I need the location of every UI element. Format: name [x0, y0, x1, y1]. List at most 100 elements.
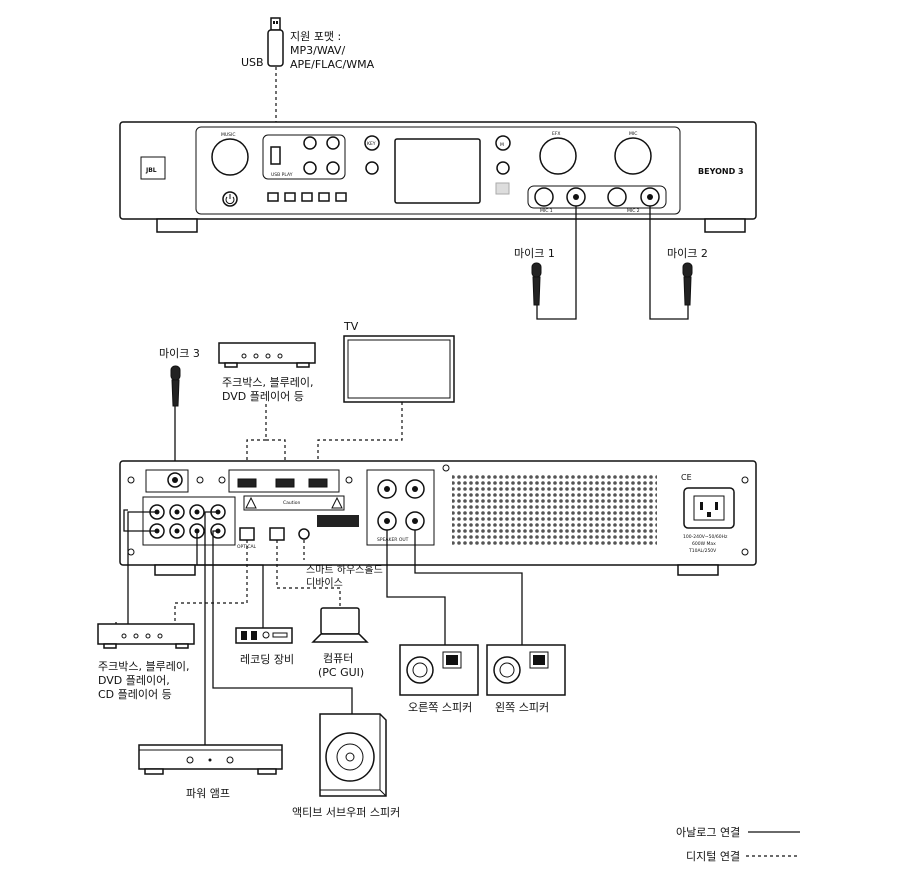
mic-knob-label: MIC	[629, 131, 637, 137]
recorder-wire	[196, 531, 264, 628]
play-button[interactable]	[303, 161, 317, 175]
function-button[interactable]	[365, 161, 379, 175]
optical-port[interactable]	[239, 527, 255, 541]
bottom-source-optical-line	[174, 540, 248, 622]
bottom-source-analog-wire-2	[123, 509, 157, 532]
bottom-source-line3: CD 플레이어 등	[98, 688, 172, 701]
source-hdmi-line-1	[246, 404, 267, 480]
laptop-icon	[311, 607, 369, 643]
top-source-label-line1: 주크박스, 블루레이,	[222, 376, 313, 389]
left-speaker-icon	[486, 644, 566, 696]
right-speaker-icon	[399, 644, 479, 696]
caution-label-box	[243, 495, 345, 511]
mic2-wire	[649, 206, 689, 320]
hdmi-in-1-port[interactable]	[237, 478, 257, 488]
smart-home-line1: 스마트 하우스홀드	[306, 563, 383, 576]
usb-b-port[interactable]	[269, 527, 285, 541]
ir-receiver	[495, 182, 510, 195]
mic-knob[interactable]	[614, 137, 652, 175]
hdmi-in-2-port[interactable]	[275, 478, 295, 488]
control-jack[interactable]	[298, 528, 310, 540]
smart-home-line2: 디바이스	[306, 577, 343, 589]
next-button[interactable]	[326, 136, 340, 150]
display-screen	[394, 138, 481, 204]
left-speaker-wire	[414, 530, 523, 645]
top-source-player-icon	[218, 342, 316, 368]
tv-icon	[343, 335, 455, 403]
mic1-jack-label: MIC 1	[540, 208, 553, 214]
subwoofer-icon	[319, 713, 387, 797]
usb-port[interactable]	[270, 146, 281, 165]
model-name: BEYOND 3	[698, 167, 744, 176]
warning-icon-left	[245, 496, 257, 509]
mic1-wire	[536, 206, 577, 320]
mic2-gain-knob[interactable]	[607, 187, 627, 207]
vent-grille	[452, 474, 657, 546]
recorder-icon	[235, 627, 293, 644]
power-inlet[interactable]	[683, 487, 735, 529]
subwoofer-wire	[212, 530, 353, 714]
microphone-3-icon	[170, 365, 181, 407]
key-button[interactable]	[364, 135, 380, 151]
hdmi-arc-port[interactable]	[308, 478, 328, 488]
legend: 아날로그 연결 디지털 연결	[676, 826, 800, 863]
usb-stick-icon	[267, 17, 284, 67]
mode-dial-button[interactable]	[496, 161, 510, 175]
usb-label: USB	[241, 56, 264, 69]
key-button-label: KEY	[367, 141, 376, 147]
mic1-gain-knob[interactable]	[534, 187, 554, 207]
subwoofer-label: 액티브 서브우퍼 스피커	[292, 806, 400, 819]
top-source-label-line2: DVD 플레이어 등	[222, 390, 304, 403]
usb-formats-line2: APE/FLAC/WMA	[290, 58, 375, 71]
m-button-label: M	[500, 142, 504, 148]
source-hdmi-line-2	[266, 439, 286, 480]
bluetooth-button[interactable]	[267, 192, 279, 202]
warning-icon-right	[331, 496, 343, 509]
left-speaker-label: 왼쪽 스피커	[495, 700, 549, 714]
computer-line1: 컴퓨터	[323, 652, 353, 665]
right-speaker-wire	[386, 530, 446, 645]
legend-analog-label: 아날로그 연결	[676, 826, 740, 839]
front-panel: JBL BEYOND 3 MUSIC USB PLAY KEY M	[119, 121, 757, 233]
usb-play-label: USB PLAY	[271, 172, 293, 178]
effect-knob-label: EFX	[552, 131, 561, 137]
power-icon	[225, 196, 235, 205]
mic1-label: 마이크 1	[514, 247, 555, 260]
usb-formats-title: 지원 포맷 :	[290, 30, 341, 43]
bottom-source-line1: 주크박스, 블루레이,	[98, 660, 189, 673]
effect-knob[interactable]	[539, 137, 577, 175]
rear-panel: Caution OPTICAL	[119, 460, 757, 576]
hdmi-button[interactable]	[301, 192, 313, 202]
mic2-jack-label: MIC 2	[627, 208, 640, 214]
brand-logo-text: JBL	[145, 167, 157, 174]
optical-button[interactable]	[284, 192, 296, 202]
aux-button[interactable]	[318, 192, 330, 202]
speaker-out-label: SPEAKER OUT	[377, 537, 409, 543]
bottom-source-player-icon	[97, 623, 195, 649]
m-button[interactable]	[495, 135, 511, 151]
power-rating-line1: 100-240V~50/60Hz	[683, 534, 728, 540]
repeat-button[interactable]	[326, 161, 340, 175]
serial-label	[317, 515, 359, 527]
prev-button[interactable]	[303, 136, 317, 150]
mic2-label: 마이크 2	[667, 247, 708, 260]
tv-label: TV	[343, 320, 359, 333]
recorder-label: 레코딩 장비	[240, 653, 294, 666]
music-knob-label: MUSIC	[221, 132, 236, 138]
caution-label: Caution	[283, 500, 301, 506]
jbl-logo	[140, 156, 166, 180]
ce-mark-icon: CE	[681, 473, 692, 482]
microphone-1-icon	[531, 262, 542, 306]
usb-formats-line1: MP3/WAV/	[290, 44, 345, 57]
mode-buttons	[267, 192, 347, 202]
music-volume-knob[interactable]	[211, 138, 249, 176]
tv-hdmi-arc-line	[317, 402, 403, 480]
computer-usb-line	[276, 540, 341, 608]
power-amp-label: 파워 앰프	[186, 787, 230, 800]
computer-line2: (PC GUI)	[318, 666, 364, 679]
power-amp-wire	[204, 511, 218, 745]
power-amp-icon	[138, 744, 283, 775]
play-mode-button[interactable]	[335, 192, 347, 202]
microphone-2-icon	[682, 262, 693, 306]
